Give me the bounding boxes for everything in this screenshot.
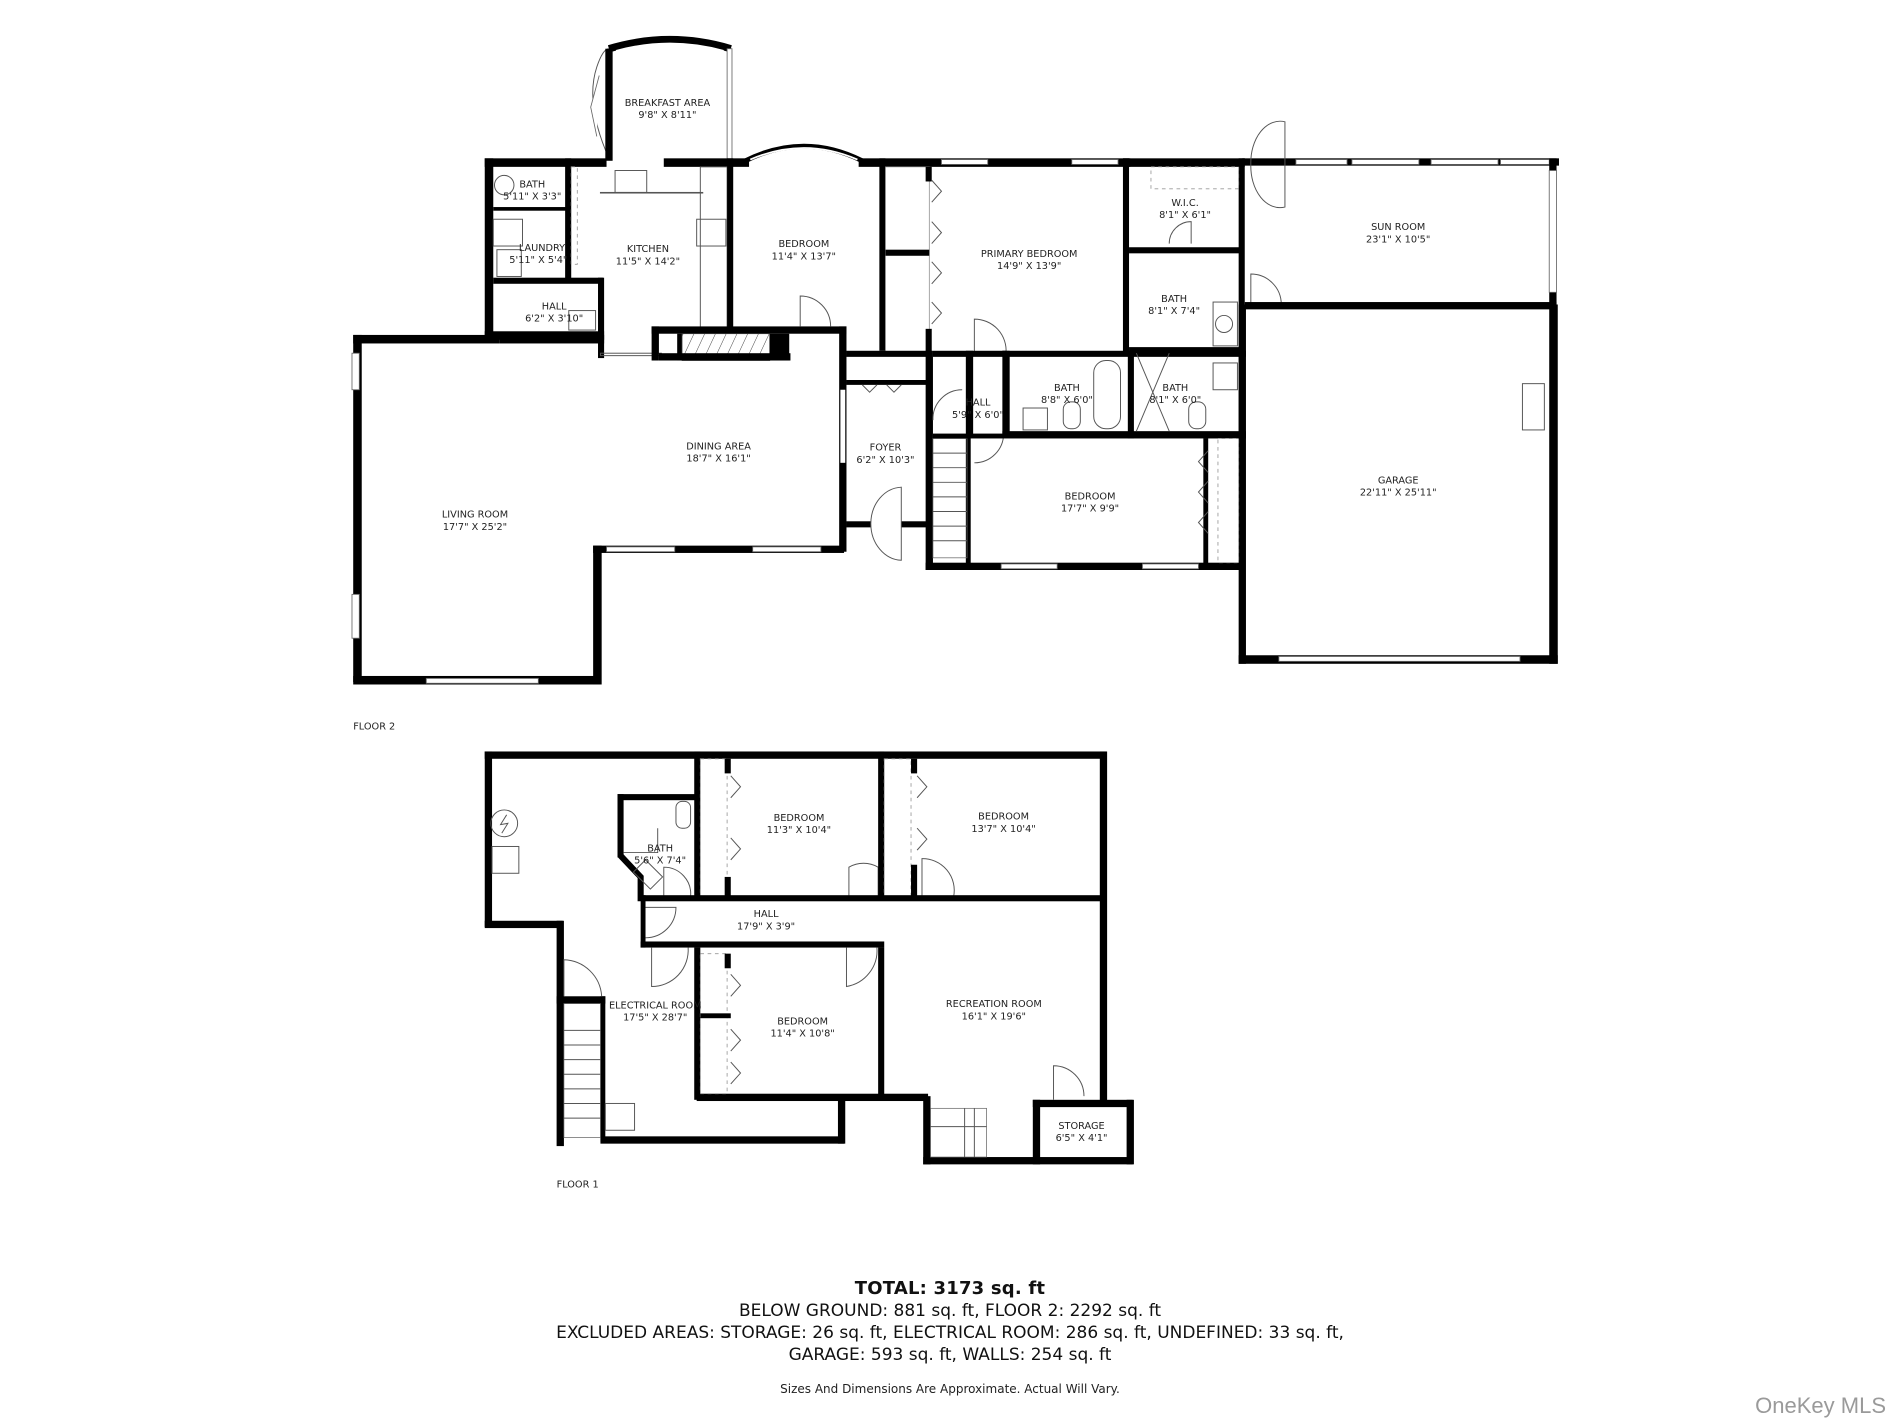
room-dims: 6'2" X 3'10" [525,314,583,325]
room-name: FOYER [870,443,902,454]
room-dims: 17'5" X 28'7" [623,1013,687,1024]
room-name: BATH [519,180,545,191]
room-name: BATH [1162,383,1188,394]
breakfast-area-walls [590,35,733,162]
room-dims: 11'4" X 10'8" [770,1028,834,1039]
room-name: PRIMARY BEDROOM [981,249,1078,260]
room-dims: 6'2" X 10'3" [856,455,914,466]
mls-watermark: OneKey MLS [1755,1393,1886,1418]
room-name: BEDROOM [978,812,1029,823]
room-name: BEDROOM [1065,491,1116,502]
room-name: LIVING ROOM [442,510,508,521]
room-name: LAUNDRY [519,243,565,254]
room-name: BEDROOM [778,239,829,250]
total-area: TOTAL: 3173 sq. ft [854,1278,1046,1299]
room-dims: 11'3" X 10'4" [767,825,831,836]
room-name: SUN ROOM [1371,222,1425,233]
room-name: BEDROOM [774,813,825,824]
room-name: BATH [1161,294,1187,305]
room-dims: 14'9" X 13'9" [997,261,1061,272]
room-dims: 17'9" X 3'9" [737,921,795,932]
room-dims: 5'6" X 7'4" [634,856,686,867]
floor-2-plan [351,35,1559,685]
room-dims: 8'8" X 6'0" [1041,395,1093,406]
room-name: W.I.C. [1171,198,1198,209]
excluded-areas: EXCLUDED AREAS: STORAGE: 26 sq. ft, ELEC… [556,1323,1344,1343]
area-summary: TOTAL: 3173 sq. ft BELOW GROUND: 881 sq.… [0,1278,1900,1396]
svg-text:W.I.C.8'1" X 6'1": W.I.C.8'1" X 6'1" [1159,198,1211,221]
room-name: GARAGE [1378,476,1419,487]
room-dims: 22'11" X 25'11" [1360,488,1437,499]
room-dims: 8'1" X 6'0" [1149,395,1201,406]
room-dims: 17'7" X 25'2" [443,522,507,533]
area-breakdown: BELOW GROUND: 881 sq. ft, FLOOR 2: 2292 … [738,1301,1162,1321]
room-name: DINING AREA [686,441,751,452]
room-dims: 11'5" X 14'2" [616,256,680,267]
room-dims: 17'7" X 9'9" [1061,504,1119,515]
room-dims: 5'11" X 5'4" [509,255,567,266]
floor-1-plan [484,751,1134,1165]
excluded-areas-continued: GARAGE: 593 sq. ft, WALLS: 254 sq. ft [788,1345,1112,1365]
room-name: HALL [542,301,567,312]
room-name: BATH [647,843,673,854]
room-dims: 9'8" X 8'11" [638,110,696,121]
room-dims: 6'5" X 4'1" [1056,1133,1108,1144]
room-dims: 5'11" X 3'3" [503,192,561,203]
room-dims: 23'1" X 10'5" [1366,234,1430,245]
room-dims: 5'9" X 6'0" [952,410,1004,421]
room-dims: 16'1" X 19'6" [962,1011,1026,1022]
floor-1-label: FLOOR 1 [557,1180,599,1191]
room-name: HALL [966,398,991,409]
room-name: STORAGE [1058,1121,1104,1132]
room-name: BEDROOM [777,1016,828,1027]
room-dims: 8'1" X 6'1" [1159,210,1211,221]
room-dims: 8'1" X 7'4" [1148,306,1200,317]
room-dims: 11'4" X 13'7" [772,251,836,262]
room-name: BREAKFAST AREA [625,98,711,109]
room-dims: 18'7" X 16'1" [686,454,750,465]
room-name: RECREATION ROOM [946,999,1042,1010]
room-name: ELECTRICAL ROOM [609,1000,702,1011]
room-name: BATH [1054,383,1080,394]
room-name: KITCHEN [627,244,669,255]
room-name: HALL [754,909,779,920]
floor-2-label: FLOOR 2 [353,722,395,733]
room-dims: 13'7" X 10'4" [971,824,1035,835]
disclaimer: Sizes And Dimensions Are Approximate. Ac… [780,1382,1120,1396]
